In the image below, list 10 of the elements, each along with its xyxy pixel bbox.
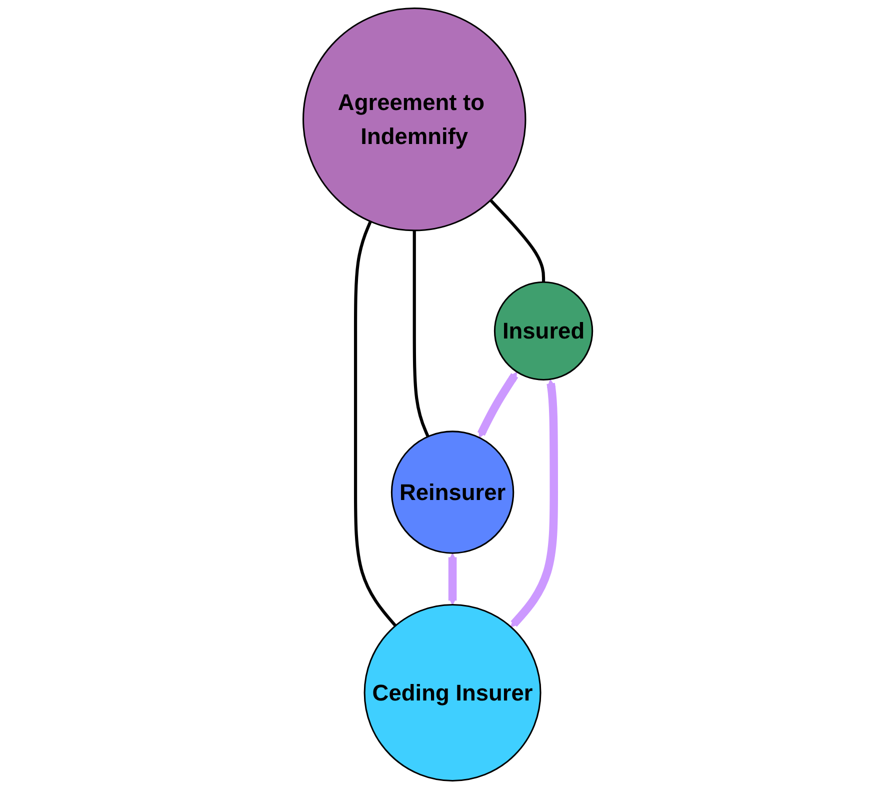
arrow (510, 379, 558, 628)
connector (412, 230, 430, 438)
arrow (448, 553, 457, 606)
arrow (477, 372, 518, 438)
connector (354, 220, 396, 627)
node-circle: Agreement to Indemnify (302, 8, 526, 232)
node-circle: Ceding Insurer (363, 604, 541, 782)
node-circle: Insured (494, 281, 593, 381)
connector (489, 199, 545, 282)
node-circle: Reinsurer (390, 430, 514, 554)
